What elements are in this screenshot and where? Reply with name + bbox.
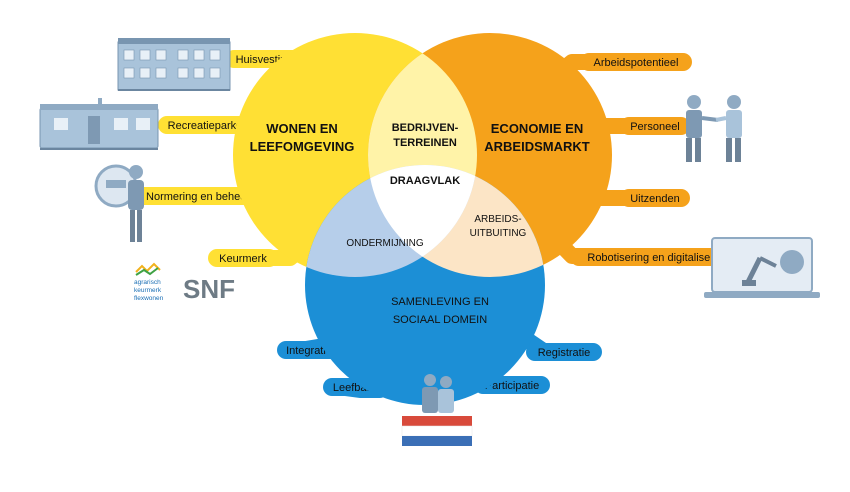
- pill-keurmerk: [208, 249, 278, 267]
- overlap-label-industrial-line1: BEDRIJVEN-: [392, 122, 459, 134]
- pill-uitzenden: [620, 189, 690, 207]
- pill-registratie: [526, 343, 602, 361]
- agrarisch-logo: agrarisch keurmerk flexwonen: [134, 262, 164, 302]
- economy-title-line2: ARBEIDSMARKT: [484, 139, 590, 154]
- label-robotisering: Robotisering en digitalisering: [587, 252, 728, 264]
- overlap-label-undermining: ONDERMIJNING: [346, 238, 423, 249]
- label-registratie: Registratie: [538, 347, 591, 359]
- agrarisch-logo-line3: flexwonen: [134, 295, 164, 302]
- pill-personeel: [620, 117, 690, 135]
- society-title-line1: SAMENLEVING EN: [391, 296, 489, 308]
- overlap-economy-society: [368, 165, 545, 277]
- label-integratie: Integratie: [286, 345, 332, 357]
- pill-robotisering: [570, 248, 746, 266]
- label-personeel: Personeel: [630, 121, 680, 133]
- overlap-label-center: DRAAGVLAK: [390, 175, 460, 187]
- pill-recreatieparken: [158, 116, 258, 134]
- building-icon: [117, 38, 231, 91]
- label-normering: Normering en beheer: [146, 191, 250, 203]
- overlap-label-exploitation-line2: UITBUITING: [470, 228, 527, 239]
- label-recreatieparken: Recreatieparken: [168, 120, 249, 132]
- agrarisch-logo-line1: agrarisch: [134, 279, 161, 286]
- workers-icon: [686, 95, 742, 162]
- overlap-housing-society: [305, 165, 477, 277]
- pill-normering: [130, 187, 266, 205]
- meter-inspector-icon: [94, 164, 144, 242]
- label-participatie: Participatie: [485, 380, 539, 392]
- society-title-line2: SOCIAAL DOMEIN: [393, 314, 487, 326]
- overlap-label-exploitation-line1: ARBEIDS-: [474, 214, 521, 225]
- pill-arbeidspotentieel: [580, 53, 692, 71]
- agrarisch-logo-line2: keurmerk: [134, 287, 162, 294]
- venn-diagram: [233, 33, 612, 405]
- snf-logo-text: SNF: [183, 274, 235, 304]
- economy-title-line1: ECONOMIE EN: [491, 121, 583, 136]
- housing-title-line2: LEEFOMGEVING: [250, 139, 355, 154]
- people-flag-icon: [401, 374, 473, 446]
- snf-logo: SNF: [183, 274, 235, 304]
- label-keurmerk: Keurmerk: [219, 253, 267, 265]
- housing-title-line1: WONEN EN: [266, 121, 338, 136]
- overlap-label-industrial-line2: TERREINEN: [393, 137, 457, 149]
- robot-laptop-icon: [704, 237, 820, 298]
- overlap-labels: BEDRIJVEN- TERREINEN DRAAGVLAK ARBEIDS- …: [346, 122, 526, 249]
- mobile-home-icon: [39, 98, 159, 150]
- circle-titles: WONEN EN LEEFOMGEVING ECONOMIE EN ARBEID…: [250, 121, 590, 326]
- label-uitzenden: Uitzenden: [630, 193, 680, 205]
- label-arbeidspotentieel: Arbeidspotentieel: [593, 57, 678, 69]
